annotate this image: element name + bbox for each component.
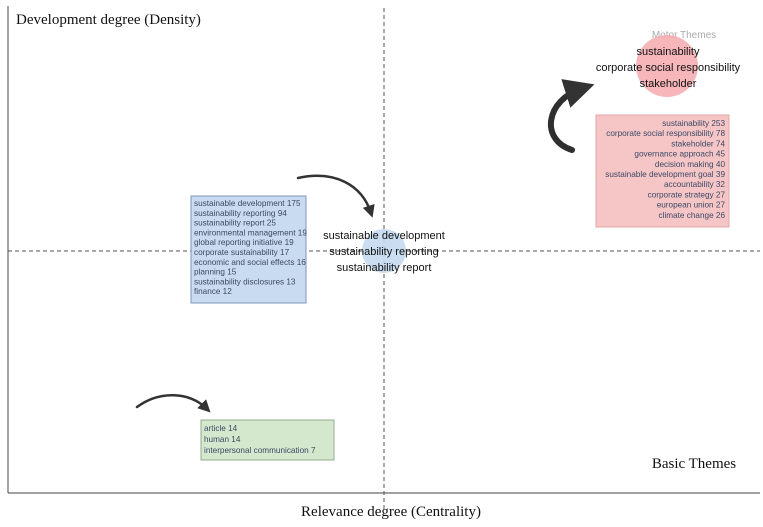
central-keyword-item: corporate sustainability 17 bbox=[194, 248, 290, 257]
motor-keyword-item: corporate social responsibility 78 bbox=[606, 129, 725, 138]
central-theme-label-2: sustainability reporting bbox=[329, 246, 438, 258]
central-theme-label-1: sustainable development bbox=[323, 230, 445, 242]
x-axis-title: Relevance degree (Centrality) bbox=[301, 504, 481, 520]
central-keyword-item: planning 15 bbox=[194, 268, 237, 277]
quadrant-label-motor-themes: Motor Themes bbox=[652, 30, 716, 41]
motor-theme-label-3: stakeholder bbox=[640, 78, 697, 90]
motor-keyword-item: sustainable development goal 39 bbox=[605, 170, 725, 179]
central-keyword-box bbox=[190, 195, 307, 304]
central-keyword-item: finance 12 bbox=[194, 287, 232, 296]
central-theme-bubble bbox=[362, 229, 406, 273]
quadrant-label-basic-themes: Basic Themes bbox=[652, 456, 736, 472]
motor-keyword-item: corporate strategy 27 bbox=[648, 190, 726, 199]
arrow-to-lower-theme bbox=[135, 394, 211, 413]
motor-keyword-box bbox=[595, 114, 730, 228]
arrow-to-central-theme bbox=[296, 174, 375, 218]
central-keyword-item: sustainable development 175 bbox=[194, 199, 301, 208]
motor-theme-bubble bbox=[636, 35, 698, 97]
motor-keyword-item: european union 27 bbox=[657, 201, 726, 210]
central-keyword-item: sustainability report 25 bbox=[194, 219, 276, 228]
lower-keyword-item: interpersonal communication 7 bbox=[204, 446, 316, 455]
lower-keyword-box bbox=[200, 419, 335, 461]
motor-keyword-item: governance approach 45 bbox=[634, 150, 725, 159]
motor-keyword-item: sustainability 253 bbox=[662, 119, 725, 128]
motor-keyword-item: decision making 40 bbox=[655, 160, 726, 169]
central-keyword-item: economic and social effects 16 bbox=[194, 258, 306, 267]
motor-keyword-item: stakeholder 74 bbox=[671, 139, 725, 148]
lower-keyword-item: human 14 bbox=[204, 435, 241, 444]
lower-keyword-list: article 14 human 14 interpersonal communic… bbox=[204, 424, 316, 455]
motor-theme-label-1: sustainability bbox=[637, 46, 700, 58]
central-keyword-item: global reporting initiative 19 bbox=[194, 238, 294, 247]
arrow-to-motor-theme bbox=[547, 79, 595, 153]
lower-keyword-item: article 14 bbox=[204, 424, 238, 433]
central-keyword-list: sustainable development 175sustainabilit… bbox=[194, 199, 307, 296]
central-keyword-item: sustainability disclosures 13 bbox=[194, 277, 296, 286]
y-axis-title: Development degree (Density) bbox=[16, 12, 201, 28]
central-keyword-item: sustainability reporting 94 bbox=[194, 209, 287, 218]
central-keyword-item: environmental management 19 bbox=[194, 228, 307, 237]
motor-keyword-item: climate change 26 bbox=[659, 211, 726, 220]
central-theme-label-3: sustainability report bbox=[337, 262, 432, 274]
motor-keyword-item: accountability 32 bbox=[664, 180, 725, 189]
motor-theme-label-2: corporate social responsibility bbox=[596, 62, 741, 74]
